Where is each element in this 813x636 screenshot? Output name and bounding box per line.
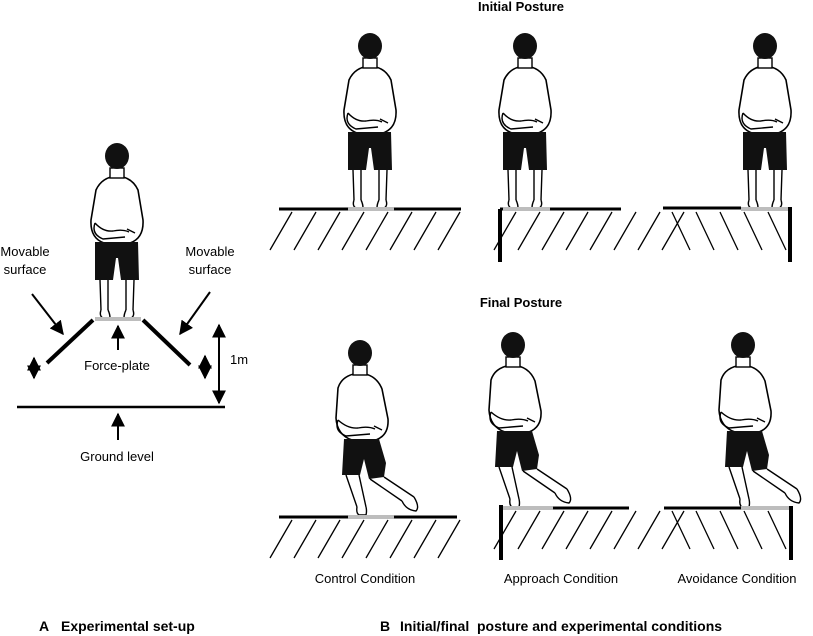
panel-b-initial: Initial Posture (269, 0, 792, 262)
figure-initial-approach (498, 32, 552, 209)
initial-posture-title: Initial Posture (478, 0, 564, 14)
movable-left-line2: surface (4, 262, 47, 277)
ground-label: Ground level (80, 449, 154, 464)
movable-right-line2: surface (189, 262, 232, 277)
participant-figure (90, 142, 144, 319)
caption-a-text: Experimental set-up (61, 618, 195, 634)
figure-final-control (335, 339, 419, 516)
movable-surface-left (45, 318, 95, 365)
height-label: 1m (230, 352, 248, 367)
caption-a-letter: A (39, 618, 49, 634)
arrow-movable-left (31, 293, 64, 336)
figure-final-approach (488, 331, 572, 508)
figure-initial-control (343, 32, 397, 209)
panel-b-final: Final Posture Control Condition Approach… (269, 295, 802, 586)
figure-final-avoidance (718, 331, 802, 508)
movable-right-line1: Movable (185, 244, 234, 259)
panel-a-setup: Movable surface Movable surface Force-pl… (0, 142, 248, 464)
figure-initial-avoidance (738, 32, 792, 209)
caption-b-letter: B (380, 618, 390, 634)
movable-left-line1: Movable (0, 244, 49, 259)
arrow-movable-right (179, 291, 211, 336)
condition-label-control: Control Condition (315, 571, 415, 586)
final-posture-title: Final Posture (480, 295, 562, 310)
force-plate-label: Force-plate (84, 358, 150, 373)
movable-surface-right (141, 318, 192, 367)
caption-b-text: Initial/final posture and experimental c… (400, 618, 722, 634)
condition-label-approach: Approach Condition (504, 571, 618, 586)
condition-label-avoidance: Avoidance Condition (677, 571, 796, 586)
